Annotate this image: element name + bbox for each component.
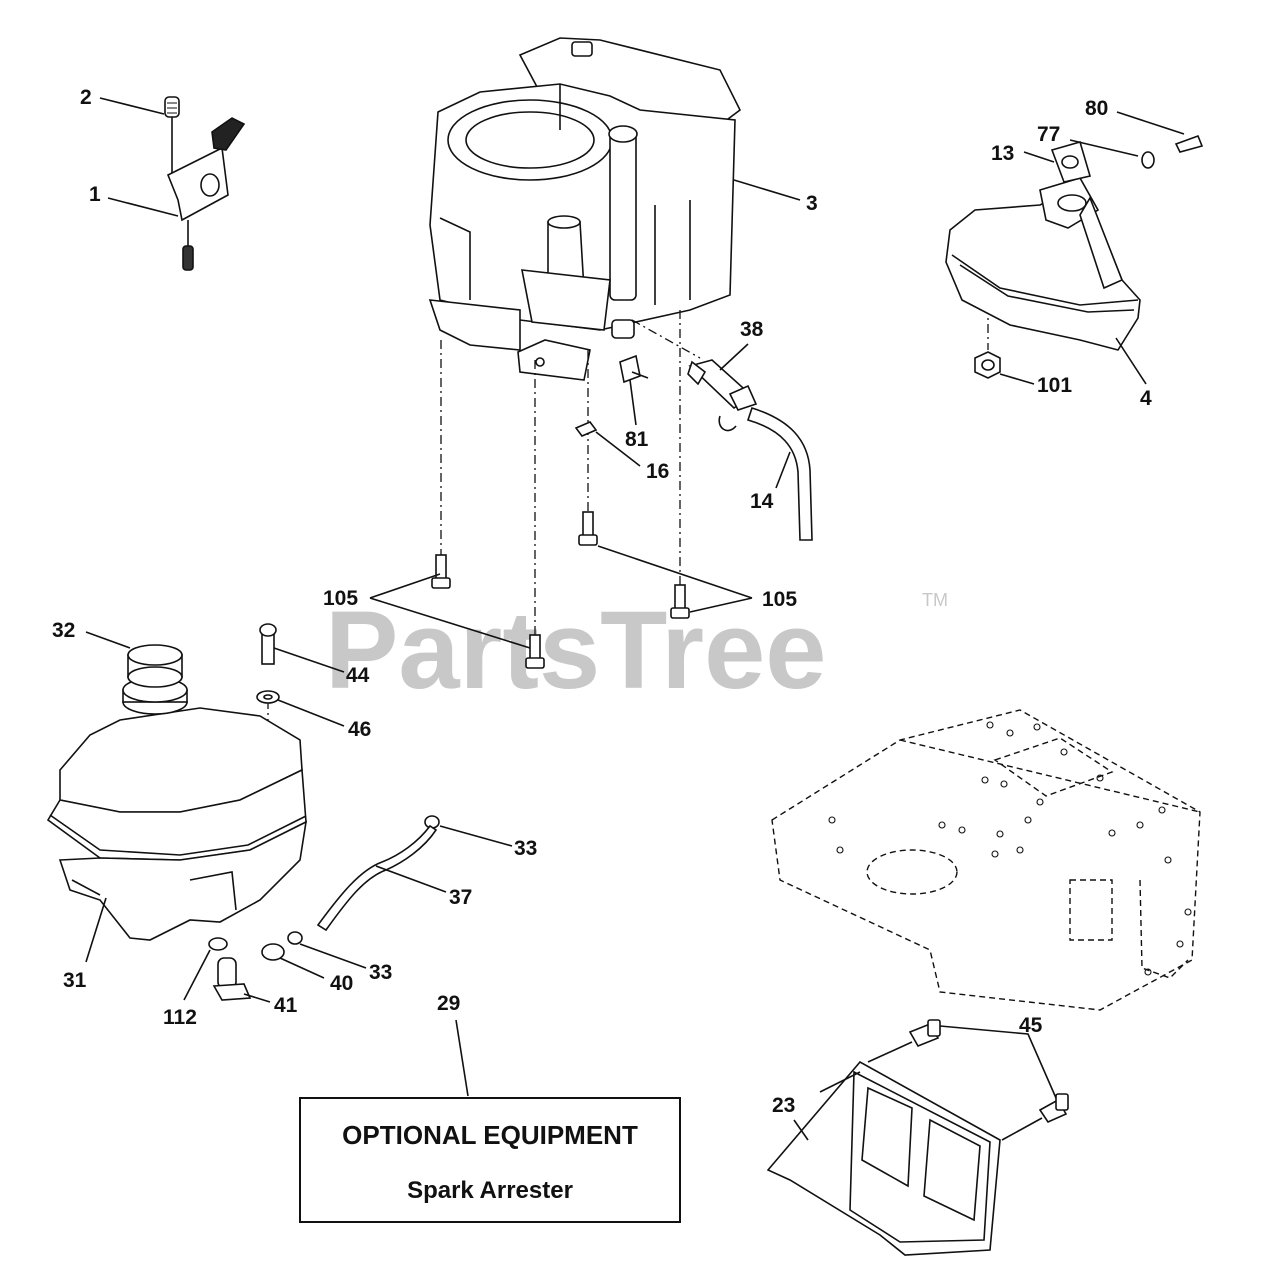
part-label-29[interactable]: 29 [437,992,460,1015]
part-label-3[interactable]: 3 [806,192,818,215]
spark-arrester-drawing [766,1019,1069,1256]
optional-equipment-subtitle: Spark Arrester [407,1177,573,1204]
part-label-80[interactable]: 80 [1085,97,1108,120]
part-label-81[interactable]: 81 [625,428,649,451]
part-label-37[interactable]: 37 [449,886,472,909]
part-label-2[interactable]: 2 [80,86,92,109]
part-label-33-bottom[interactable]: 33 [369,961,392,984]
part-label-105-left[interactable]: 105 [323,587,358,610]
part-label-46[interactable]: 46 [348,718,371,741]
part-label-16[interactable]: 16 [646,460,669,483]
part-label-77[interactable]: 77 [1037,123,1060,146]
part-label-45[interactable]: 45 [1019,1014,1043,1037]
part-label-1[interactable]: 1 [89,183,101,206]
part-label-14[interactable]: 14 [750,490,774,513]
part-label-38[interactable]: 38 [740,318,764,341]
part-label-31[interactable]: 31 [63,969,87,992]
fuel-tank-drawing [46,623,440,1001]
throttle-control-drawing [164,96,246,271]
engine-drawing [428,37,742,381]
part-label-23[interactable]: 23 [772,1094,795,1117]
part-label-13[interactable]: 13 [991,142,1014,165]
part-label-40[interactable]: 40 [330,972,353,995]
fuel-filter-drawing [687,359,813,541]
watermark-trademark: TM [922,590,948,610]
part-label-112[interactable]: 112 [163,1006,197,1029]
optional-equipment-title: OPTIONAL EQUIPMENT [342,1120,638,1150]
frame-plate-drawing [771,709,1201,1011]
watermark: PartsTree TM [325,589,948,712]
part-label-105-right[interactable]: 105 [762,588,797,611]
optional-equipment-box: OPTIONAL EQUIPMENT Spark Arrester [299,1097,681,1223]
part-label-41[interactable]: 41 [274,994,298,1017]
leader-lines [85,97,1185,1141]
engine-hardware-drawing [431,354,690,669]
part-label-44[interactable]: 44 [346,664,370,687]
part-label-101[interactable]: 101 [1037,374,1072,397]
part-labels: 2 1 3 80 77 13 101 4 38 81 16 14 105 105… [52,86,1152,1117]
part-label-4[interactable]: 4 [1140,387,1152,410]
part-label-32[interactable]: 32 [52,619,75,642]
muffler-drawing [945,134,1204,379]
part-label-33-top[interactable]: 33 [514,837,537,860]
